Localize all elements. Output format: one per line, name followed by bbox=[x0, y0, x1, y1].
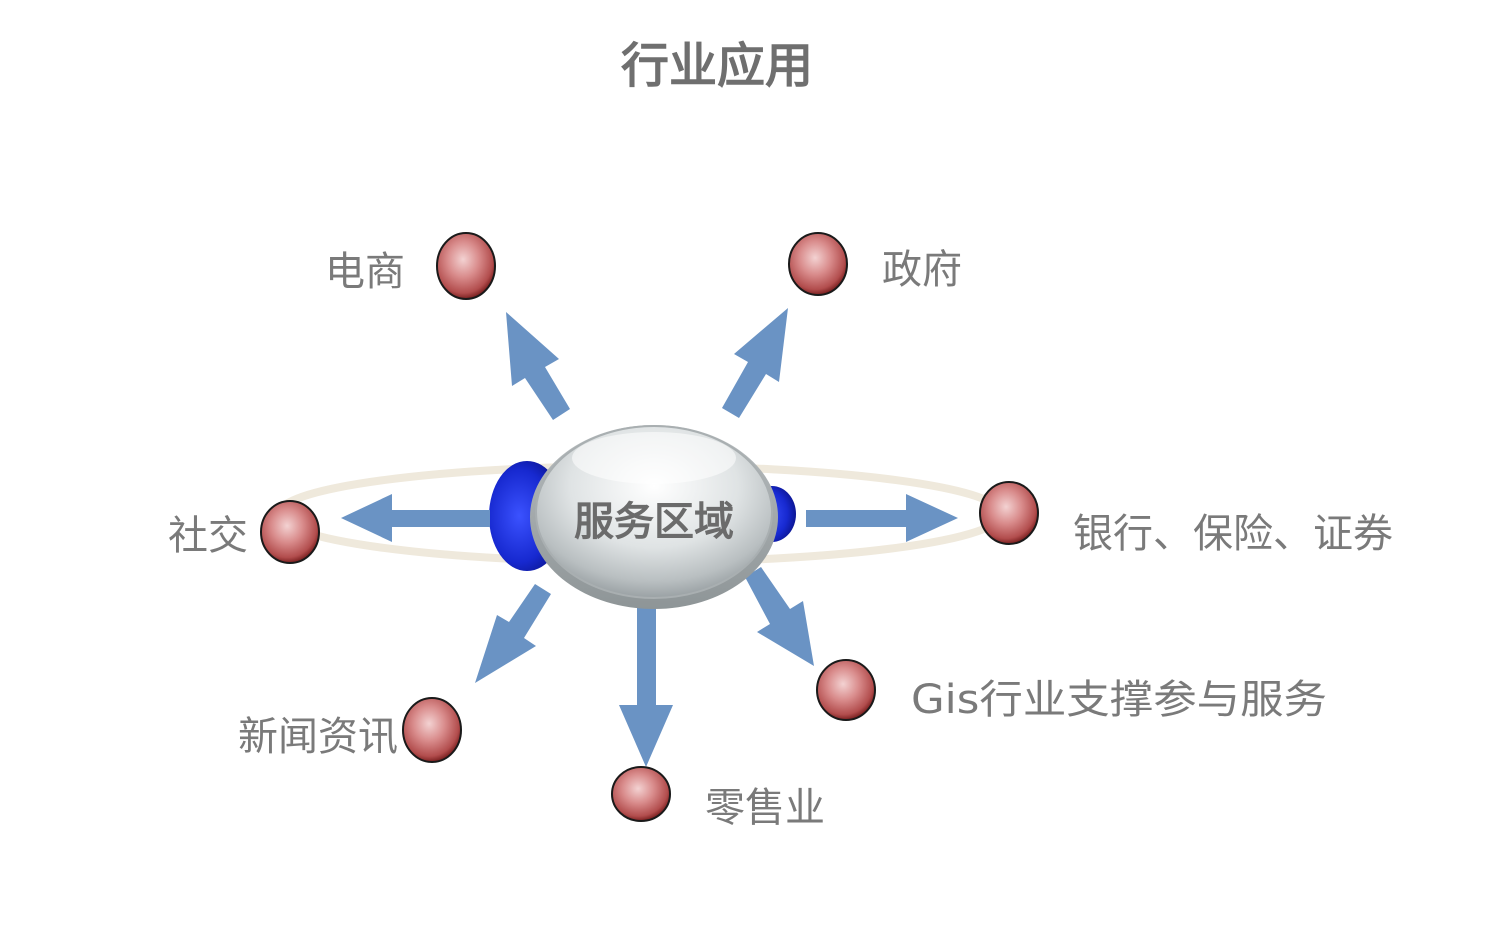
node-label: 政府 bbox=[882, 247, 962, 293]
node-ball bbox=[611, 766, 671, 822]
node-label: 新闻资讯 bbox=[238, 714, 398, 760]
hub-highlight bbox=[572, 432, 736, 484]
node-ball bbox=[788, 232, 848, 296]
node-ball bbox=[436, 232, 496, 300]
arrow-finance bbox=[806, 494, 958, 542]
node-finance: 银行、保险、证券 bbox=[979, 481, 1393, 557]
node-label: 电商 bbox=[325, 249, 405, 295]
node-ball bbox=[402, 697, 462, 763]
node-ball bbox=[260, 500, 320, 564]
node-news: 新闻资讯 bbox=[238, 697, 462, 763]
node-ecommerce: 电商 bbox=[325, 232, 496, 300]
node-label: Gis行业支撑参与服务 bbox=[911, 677, 1327, 723]
node-retail: 零售业 bbox=[611, 766, 825, 831]
node-government: 政府 bbox=[788, 232, 962, 296]
node-label: 社交 bbox=[168, 513, 248, 559]
node-label: 零售业 bbox=[705, 785, 825, 831]
arrows bbox=[341, 308, 958, 767]
node-gis: Gis行业支撑参与服务 bbox=[816, 659, 1327, 723]
arrow-gis bbox=[745, 567, 814, 666]
node-ball bbox=[979, 481, 1039, 545]
hub-label: 服务区域 bbox=[574, 499, 734, 545]
node-ball bbox=[816, 659, 876, 721]
node-social: 社交 bbox=[168, 500, 320, 564]
node-label: 银行、保险、证券 bbox=[1073, 511, 1393, 557]
arrow-news bbox=[475, 584, 551, 683]
page-title: 行业应用 bbox=[621, 38, 813, 94]
arrow-retail bbox=[619, 608, 673, 767]
hub: 服务区域 bbox=[530, 425, 778, 609]
arrow-government bbox=[722, 308, 788, 418]
arrow-social bbox=[341, 494, 490, 542]
arrow-ecommerce bbox=[506, 312, 570, 420]
